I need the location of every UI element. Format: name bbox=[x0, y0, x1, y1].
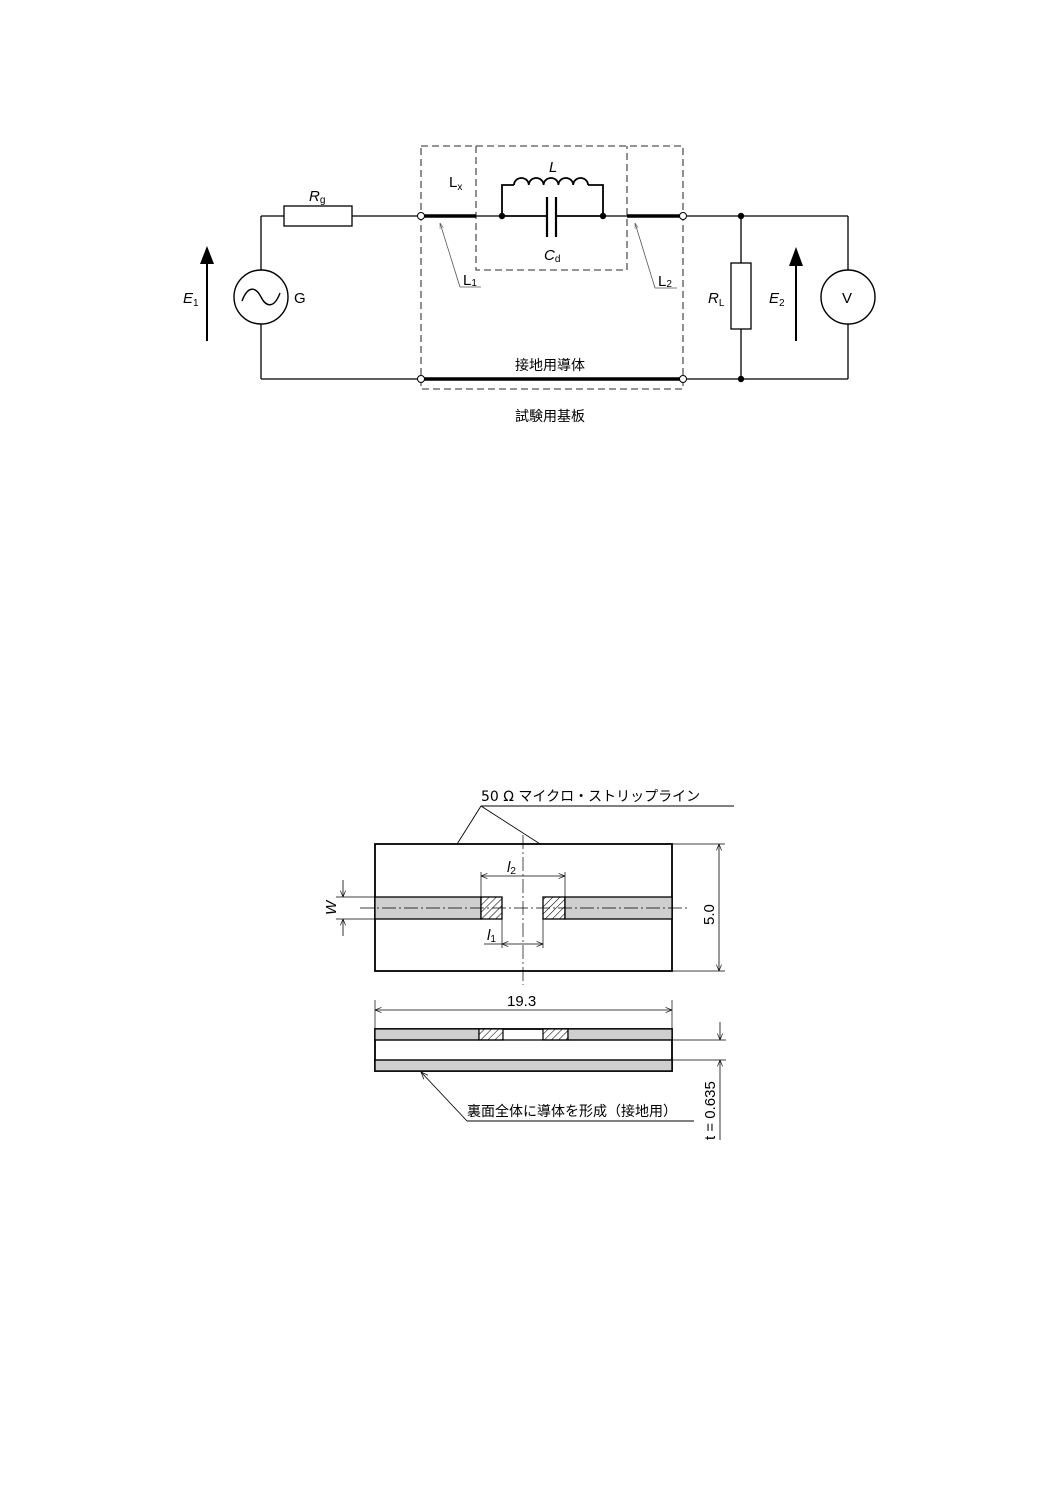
label-l1-dim: l1 bbox=[487, 927, 496, 945]
load-loop bbox=[687, 215, 849, 380]
voltmeter-icon bbox=[820, 269, 876, 325]
terminal bbox=[679, 212, 687, 220]
label-e1: E1 bbox=[183, 290, 199, 309]
node-dot bbox=[599, 212, 607, 220]
label-inductor-l: L bbox=[549, 159, 557, 176]
label-l2: L2 bbox=[658, 273, 672, 290]
dut-lc bbox=[501, 177, 604, 237]
dut-boundary bbox=[475, 146, 628, 271]
ground-plane bbox=[374, 1059, 673, 1072]
label-rl: RL bbox=[708, 290, 725, 309]
node-dot bbox=[737, 212, 745, 220]
voltage-arrow-e1 bbox=[200, 246, 214, 341]
terminal bbox=[417, 375, 425, 383]
node-dot bbox=[737, 375, 745, 383]
label-e2: E2 bbox=[769, 290, 785, 309]
resistor-rl bbox=[730, 262, 752, 330]
label-height: 5.0 bbox=[701, 904, 718, 925]
board-dimension-drawing: 50 Ω マイクロ・ストリップライン W l2 l1 bbox=[323, 789, 734, 1140]
board-side-view bbox=[374, 1028, 673, 1072]
label-ground-conductor: 接地用導体 bbox=[515, 357, 585, 374]
label-cd: Cd bbox=[544, 247, 560, 265]
label-l2-dim: l2 bbox=[507, 859, 516, 877]
label-rg: Rg bbox=[309, 188, 325, 206]
generator-loop bbox=[260, 215, 421, 380]
label-g: G bbox=[294, 290, 306, 307]
voltage-arrow-e2 bbox=[789, 247, 803, 341]
label-test-board: 試験用基板 bbox=[515, 408, 585, 425]
node-dot bbox=[498, 212, 506, 220]
label-length: 19.3 bbox=[507, 993, 536, 1010]
label-l1: L1 bbox=[463, 272, 477, 289]
label-thickness: t = 0.635 bbox=[702, 1081, 719, 1140]
label-lx: Lx bbox=[449, 174, 462, 193]
label-v: V bbox=[842, 290, 852, 307]
terminal bbox=[417, 212, 425, 220]
terminal bbox=[679, 375, 687, 383]
resistor-rg bbox=[283, 205, 353, 227]
label-backside: 裏面全体に導体を形成（接地用） bbox=[467, 1103, 677, 1120]
label-w: W bbox=[323, 899, 340, 915]
circuit-diagram: Rg G E1 L Cd Lx bbox=[183, 145, 876, 425]
ac-source-icon bbox=[233, 269, 289, 325]
label-microstrip: 50 Ω マイクロ・ストリップライン bbox=[481, 789, 700, 805]
